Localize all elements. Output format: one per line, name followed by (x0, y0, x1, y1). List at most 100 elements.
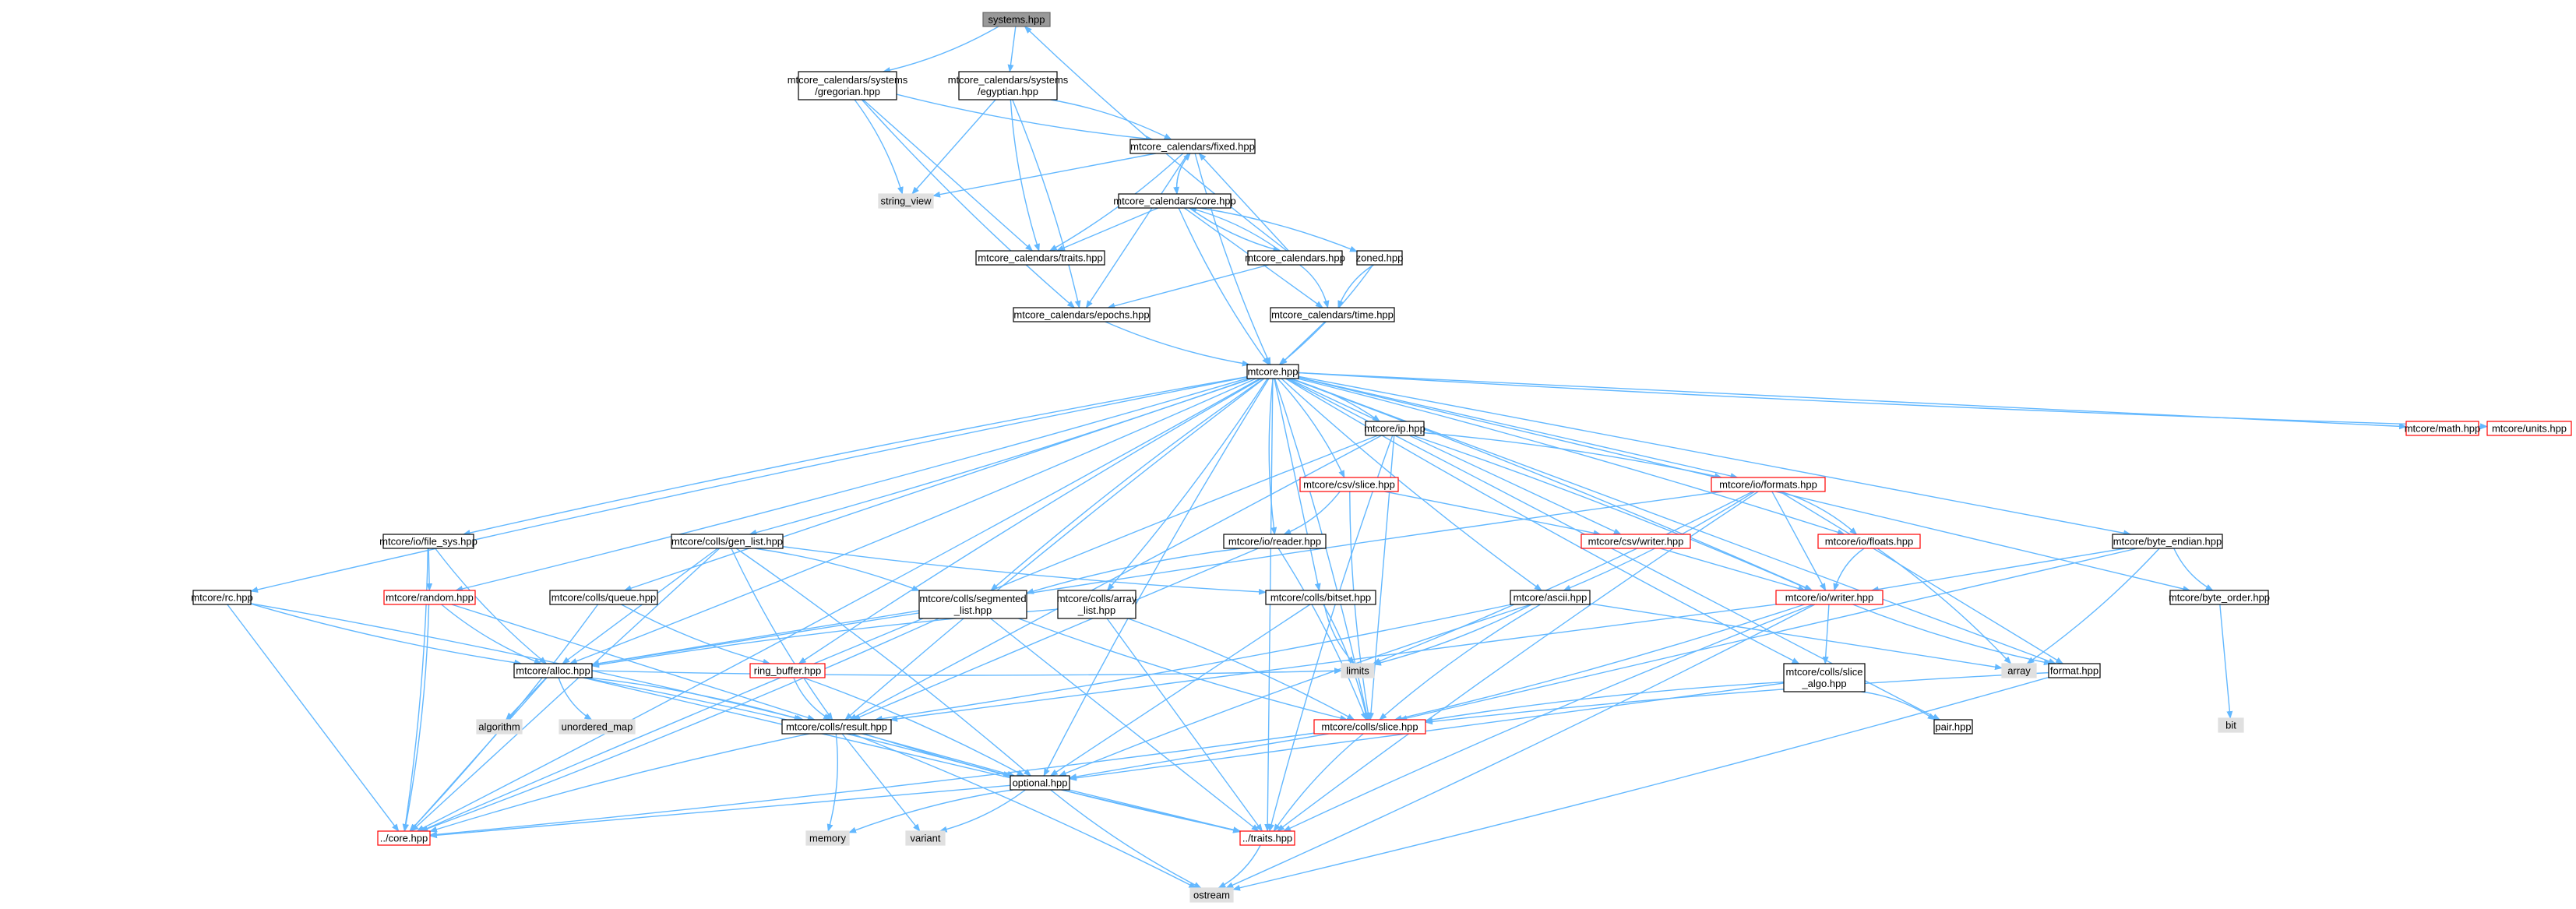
node-reader[interactable]: mtcore/io/reader.hpp (1223, 534, 1327, 549)
node-box-io_writer (1775, 590, 1884, 605)
node-systems[interactable]: systems.hpp (982, 12, 1051, 27)
node-result[interactable]: mtcore/colls/result.hpp (781, 719, 892, 735)
edge-csv_slice-to-reader (1283, 491, 1341, 535)
node-box-memory (805, 830, 850, 846)
node-optional[interactable]: optional.hpp (1010, 775, 1070, 791)
node-egyptian[interactable]: mtcore_calendars/systems/egyptian.hpp (948, 71, 1069, 100)
node-label-cal_core: mtcore_calendars/core.hpp (1113, 195, 1236, 206)
node-label-string_view: string_view (880, 195, 932, 206)
edge-mtcore-to-segmented (990, 378, 1264, 591)
edge-slice_algo-to-colls_slice (1425, 681, 1785, 723)
node-random[interactable]: mtcore/random.hpp (383, 590, 476, 605)
edge-gen_list-to-core (411, 548, 721, 832)
node-byte_endian[interactable]: mtcore/byte_endian.hpp (2112, 534, 2223, 549)
node-core[interactable]: ../core.hpp (377, 830, 431, 846)
edge-mtcore-to-ascii (1281, 378, 1542, 591)
edge-ascii-to-result (874, 604, 1512, 722)
edge-result-to-variant (841, 733, 921, 832)
node-traits_cal[interactable]: mtcore_calendars/traits.hpp (975, 250, 1105, 266)
node-box-units (2486, 421, 2572, 436)
node-variant[interactable]: variant (905, 830, 946, 846)
edge-reader-to-result (852, 548, 1259, 721)
node-traits[interactable]: ../traits.hpp (1239, 830, 1295, 846)
node-file_sys[interactable]: mtcore/io/file_sys.hpp (379, 534, 477, 549)
node-box-core (377, 830, 431, 846)
node-box-array (2001, 663, 2037, 678)
node-box-floats (1817, 534, 1921, 549)
edge-optional-to-variant (939, 789, 1026, 833)
node-ostream[interactable]: ostream (1189, 887, 1234, 903)
edge-mtcore-to-optional (1043, 378, 1270, 777)
node-ascii[interactable]: mtcore/ascii.hpp (1510, 590, 1591, 605)
edge-mtcore-to-rc (250, 376, 1248, 593)
edge-segmented-to-traits (990, 618, 1260, 832)
node-array[interactable]: array (2001, 663, 2037, 678)
node-label-optional: optional.hpp (1013, 777, 1068, 788)
edge-cal_core-to-fixed (1175, 153, 1191, 195)
node-label-zoned: zoned.hpp (1356, 252, 1404, 263)
node-label-epochs: mtcore_calendars/epochs.hpp (1013, 308, 1149, 320)
node-box-systems (982, 12, 1051, 27)
edge-random-to-core (403, 604, 430, 832)
node-rc[interactable]: mtcore/rc.hpp (191, 590, 253, 605)
node-format[interactable]: format.hpp (2048, 663, 2101, 678)
node-label-math: mtcore/math.hpp (2405, 422, 2481, 434)
edge-gregorian-to-traits_cal (862, 99, 1034, 252)
node-ip[interactable]: mtcore/ip.hpp (1364, 421, 1425, 436)
edge-ip-to-traits (1268, 435, 1394, 832)
edge-alloc-to-result (588, 677, 802, 721)
node-bitset[interactable]: mtcore/colls/bitset.hpp (1265, 590, 1376, 605)
node-mtcore[interactable]: mtcore.hpp (1246, 364, 1299, 379)
node-units[interactable]: mtcore/units.hpp (2486, 421, 2572, 436)
node-csv_slice[interactable]: mtcore/csv/slice.hpp (1299, 477, 1399, 492)
edge-gen_list-to-result (731, 548, 833, 721)
node-label-gen_list: mtcore/colls/gen_list.hpp (671, 535, 783, 547)
edge-mtcore-to-random (455, 378, 1248, 592)
node-alloc[interactable]: mtcore/alloc.hpp (513, 663, 593, 678)
edge-io_writer-to-result (890, 604, 1777, 722)
edge-io_writer-to-ostream (1225, 604, 1816, 889)
edge-colls_slice-to-optional (1069, 733, 1329, 780)
node-box-variant (905, 830, 946, 846)
node-cal_core[interactable]: mtcore_calendars/core.hpp (1113, 193, 1236, 209)
node-zoned[interactable]: zoned.hpp (1356, 250, 1404, 266)
node-memory[interactable]: memory (805, 830, 850, 846)
node-gregorian[interactable]: mtcore_calendars/systems/gregorian.hpp (788, 71, 908, 100)
node-array_list[interactable]: mtcore/colls/array_list.hpp (1057, 590, 1137, 619)
edge-ip-to-core (420, 435, 1378, 832)
edge-format-to-ostream (1232, 676, 2049, 891)
node-label-reader: mtcore/io/reader.hpp (1228, 535, 1321, 547)
edge-byte_endian-to-byte_order (2173, 548, 2214, 591)
node-slice_algo[interactable]: mtcore/colls/slice_algo.hpp (1783, 663, 1866, 692)
node-epochs[interactable]: mtcore_calendars/epochs.hpp (1013, 307, 1151, 322)
edge-mtcore-to-result (844, 378, 1265, 721)
node-string_view[interactable]: string_view (878, 193, 934, 209)
node-fixed[interactable]: mtcore_calendars/fixed.hpp (1129, 139, 1256, 154)
node-segmented[interactable]: mtcore/colls/segmented_list.hpp (918, 590, 1027, 619)
node-box-cal_time (1270, 307, 1395, 322)
node-bit[interactable]: bit (2218, 717, 2244, 733)
node-box-zoned (1356, 250, 1403, 266)
node-gen_list[interactable]: mtcore/colls/gen_list.hpp (671, 534, 784, 549)
node-label-formats: mtcore/io/formats.hpp (1719, 478, 1817, 490)
node-box-file_sys (382, 534, 474, 549)
node-colls_slice[interactable]: mtcore/colls/slice.hpp (1313, 719, 1426, 735)
edge-bitset-to-optional (1049, 604, 1311, 777)
node-pair[interactable]: pair.hpp (1933, 719, 1973, 735)
node-calendars[interactable]: mtcore_calendars.hpp (1245, 250, 1345, 266)
node-unordered_map[interactable]: unordered_map (559, 719, 636, 735)
node-queue[interactable]: mtcore/colls/queue.hpp (549, 590, 658, 605)
node-csv_writer[interactable]: mtcore/csv/writer.hpp (1580, 534, 1691, 549)
node-label-byte_endian: mtcore/byte_endian.hpp (2113, 535, 2222, 547)
node-ring_buffer[interactable]: ring_buffer.hpp (749, 663, 826, 678)
node-math[interactable]: mtcore/math.hpp (2405, 421, 2481, 436)
node-label-memory: memory (809, 832, 846, 844)
node-algorithm[interactable]: algorithm (476, 719, 523, 735)
node-byte_order[interactable]: mtcore/byte_order.hpp (2169, 590, 2270, 605)
edge-mtcore-to-format (1291, 378, 2056, 664)
node-floats[interactable]: mtcore/io/floats.hpp (1817, 534, 1921, 549)
node-io_writer[interactable]: mtcore/io/writer.hpp (1775, 590, 1884, 605)
node-limits[interactable]: limits (1341, 663, 1375, 678)
node-formats[interactable]: mtcore/io/formats.hpp (1711, 477, 1826, 492)
node-cal_time[interactable]: mtcore_calendars/time.hpp (1270, 307, 1395, 322)
